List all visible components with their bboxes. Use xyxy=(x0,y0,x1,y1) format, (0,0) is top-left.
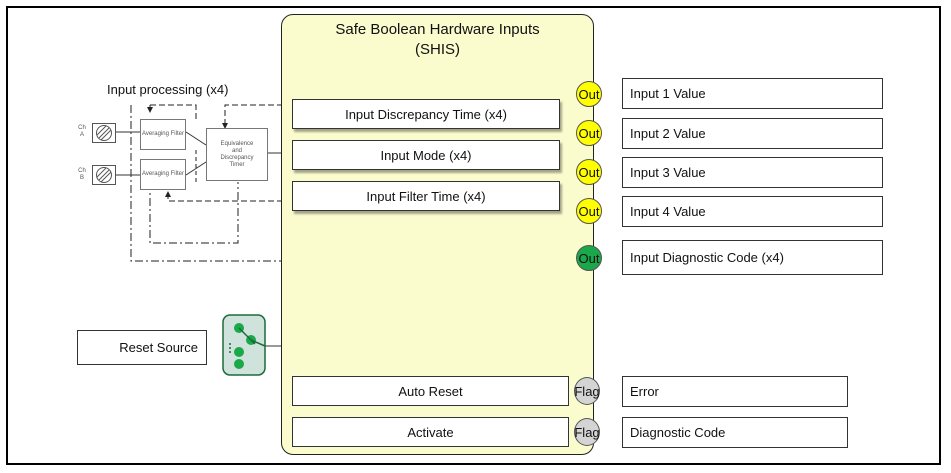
ch-a-sensor-icon xyxy=(92,123,116,143)
ch-b-label: Ch B xyxy=(78,168,86,181)
processing-title: Input processing (x4) xyxy=(107,82,229,97)
averaging-filter-b: Averaging Filter xyxy=(140,159,186,190)
output-error: Error xyxy=(622,376,848,407)
flag-port-diag: Flag xyxy=(574,418,600,446)
param-input-mode[interactable]: Input Mode (x4) xyxy=(292,140,560,170)
out-port-4: Out xyxy=(576,198,602,224)
output-diagnostic-code: Diagnostic Code xyxy=(622,417,848,448)
block-title-line1: Safe Boolean Hardware Inputs xyxy=(335,21,540,38)
block-title: Safe Boolean Hardware Inputs (SHIS) xyxy=(281,20,594,60)
ch-a-label: Ch A xyxy=(78,125,86,138)
reset-switch-icon xyxy=(222,314,266,376)
param-auto-reset[interactable]: Auto Reset xyxy=(292,376,569,406)
param-activate[interactable]: Activate xyxy=(292,417,569,447)
block-title-line2: (SHIS) xyxy=(415,41,460,58)
param-discrepancy-time[interactable]: Input Discrepancy Time (x4) xyxy=(292,99,560,129)
param-filter-time[interactable]: Input Filter Time (x4) xyxy=(292,181,560,211)
output-input2: Input 2 Value xyxy=(622,118,883,149)
output-diagnostic-x4: Input Diagnostic Code (x4) xyxy=(622,240,883,275)
output-input4: Input 4 Value xyxy=(622,196,883,227)
averaging-filter-a: Averaging Filter xyxy=(140,119,186,150)
output-input1: Input 1 Value xyxy=(622,78,883,109)
out-port-1: Out xyxy=(576,81,602,107)
equivalence-discrepancy-timer: Equivalence and Discrepancy Timer xyxy=(206,128,268,181)
ch-b-sensor-icon xyxy=(92,165,116,185)
reset-source-box: Reset Source xyxy=(77,330,207,365)
output-input3: Input 3 Value xyxy=(622,157,883,188)
out-port-3: Out xyxy=(576,159,602,185)
out-port-2: Out xyxy=(576,120,602,146)
out-port-diag: Out xyxy=(576,245,602,271)
flag-port-error: Flag xyxy=(574,377,600,405)
